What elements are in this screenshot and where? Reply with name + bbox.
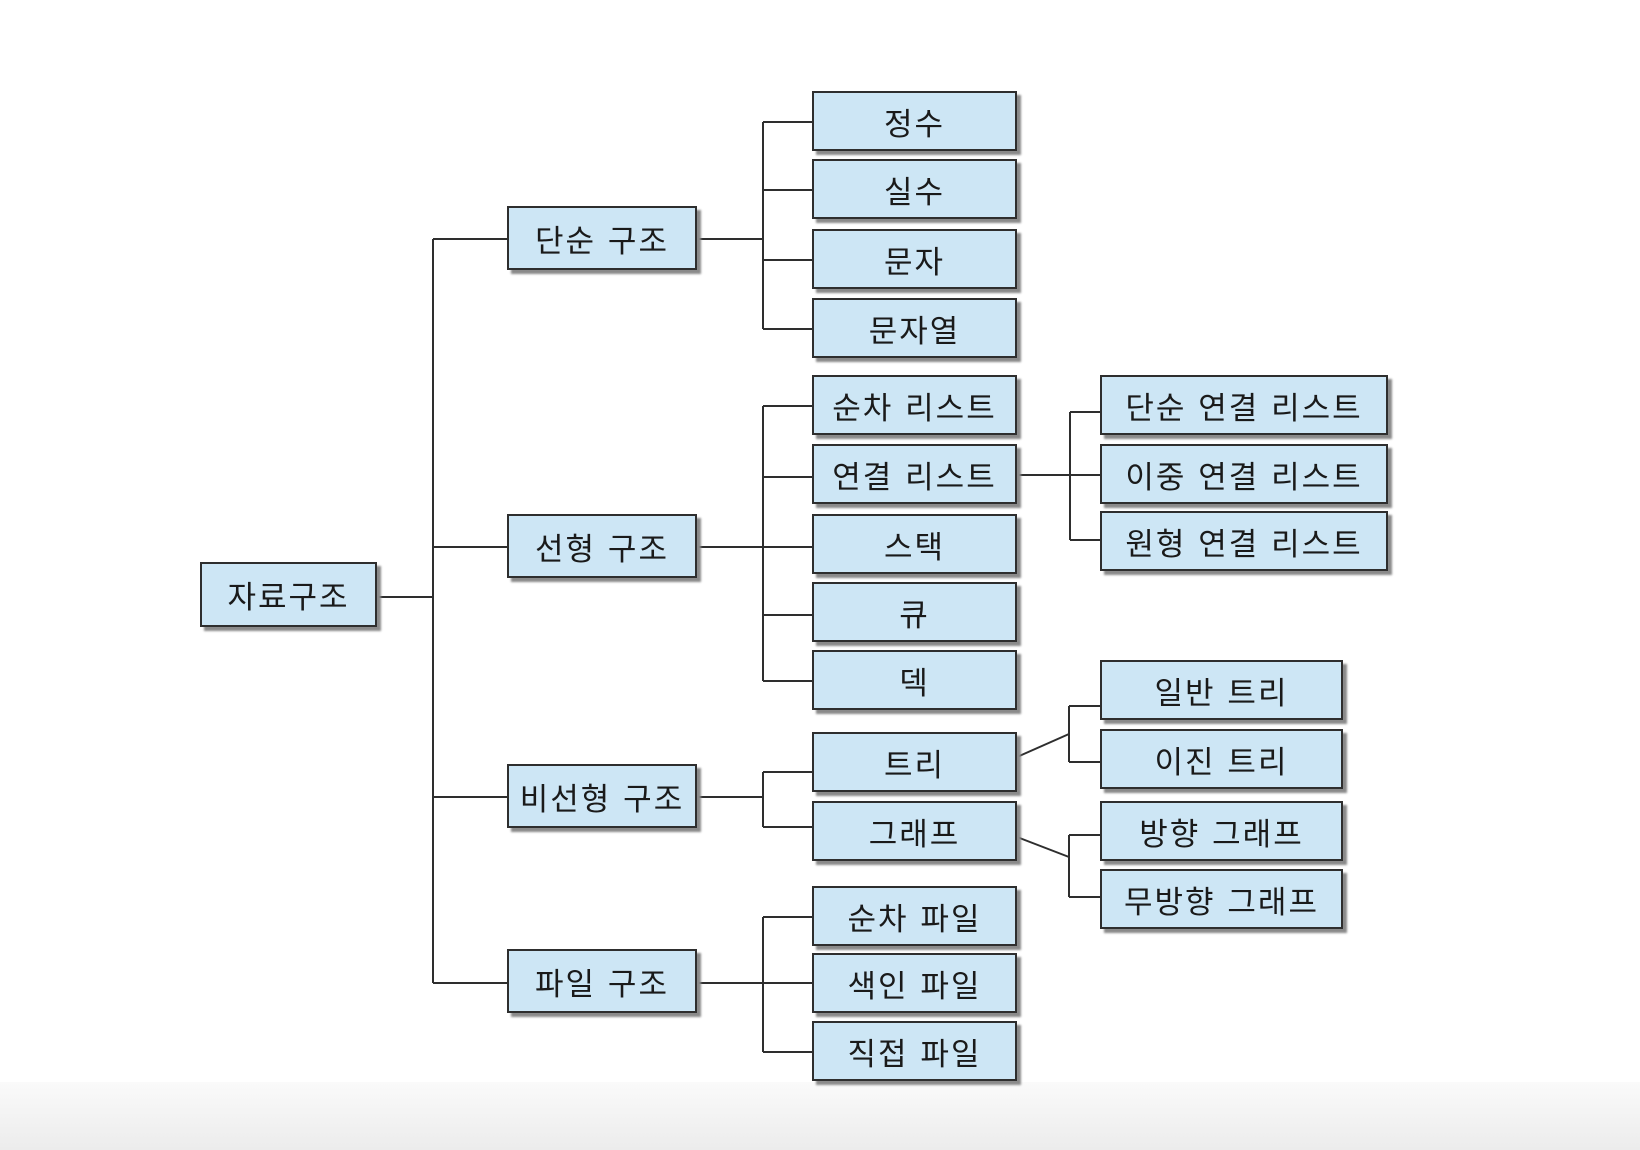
bottom-band <box>0 1082 1640 1150</box>
node-character: 문자 <box>812 229 1017 289</box>
node-direct-file: 직접 파일 <box>812 1021 1017 1081</box>
node-singly-linked-list: 단순 연결 리스트 <box>1100 375 1388 435</box>
node-circular-linked-list: 원형 연결 리스트 <box>1100 511 1388 571</box>
connector-graph-out <box>1016 836 1070 858</box>
category-linear-structure: 선형 구조 <box>507 514 697 578</box>
category-nonlinear-structure: 비선형 구조 <box>507 764 697 828</box>
connector-nonlinear-branches <box>763 771 812 828</box>
connector-file-branches <box>763 916 812 1053</box>
node-indexed-file: 색인 파일 <box>812 953 1017 1013</box>
node-tree: 트리 <box>812 732 1017 792</box>
node-doubly-linked-list: 이중 연결 리스트 <box>1100 444 1388 504</box>
node-sequential-list: 순차 리스트 <box>812 375 1017 435</box>
node-general-tree: 일반 트리 <box>1100 660 1343 720</box>
node-graph: 그래프 <box>812 801 1017 861</box>
node-deque: 덱 <box>812 650 1017 710</box>
connector-tree-branches <box>1069 705 1100 763</box>
connector-simple-branches <box>763 121 812 330</box>
node-queue: 큐 <box>812 582 1017 642</box>
connector-linkedlist-branches <box>1070 411 1100 541</box>
connector-tree-out <box>1016 733 1070 758</box>
node-stack: 스택 <box>812 514 1017 574</box>
root-node: 자료구조 <box>200 562 377 627</box>
node-real-number: 실수 <box>812 159 1017 219</box>
node-directed-graph: 방향 그래프 <box>1100 801 1343 861</box>
category-simple-structure: 단순 구조 <box>507 206 697 270</box>
connector-linear-branches <box>763 405 812 682</box>
category-file-structure: 파일 구조 <box>507 949 697 1013</box>
node-binary-tree: 이진 트리 <box>1100 729 1343 789</box>
node-integer: 정수 <box>812 91 1017 151</box>
connector-graph-branches <box>1069 834 1100 898</box>
node-sequential-file: 순차 파일 <box>812 886 1017 946</box>
node-string: 문자열 <box>812 298 1017 358</box>
node-linked-list: 연결 리스트 <box>812 444 1017 504</box>
node-undirected-graph: 무방향 그래프 <box>1100 869 1343 929</box>
